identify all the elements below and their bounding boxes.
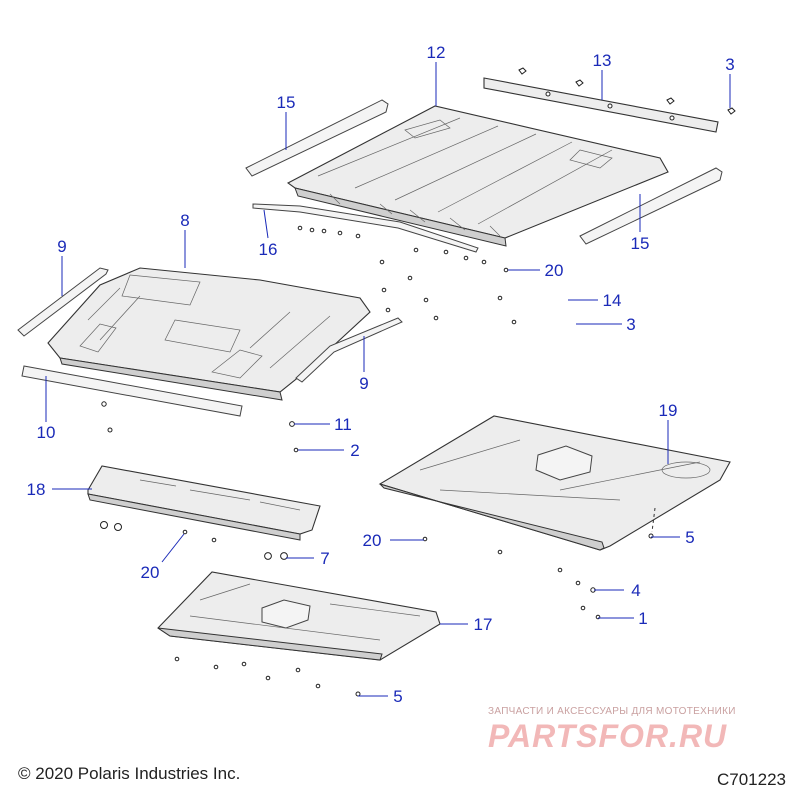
callout-2: 2 [350,441,359,460]
callout-labels: 12 13 3 15 15 16 8 9 9 10 20 14 3 11 2 1… [27,43,735,706]
callout-14: 14 [603,291,622,310]
part-rear-rail [483,67,736,133]
callout-16: 16 [259,240,278,259]
part-side-strip-right [295,317,403,383]
leader-16 [263,209,269,239]
callout-9: 9 [359,374,368,393]
callout-17: 17 [474,615,493,634]
callout-13: 13 [593,51,612,70]
callout-20: 20 [141,563,160,582]
callout-5: 5 [393,687,402,706]
callout-15: 15 [631,234,650,253]
part-seal-strip-right [579,167,723,245]
part-seal-strip-left [245,99,389,177]
callout-15: 15 [277,93,296,112]
part-rear-headliner [378,415,731,620]
leader-19-dash [651,507,656,533]
part-front-headliner-panel [87,465,321,560]
callout-3: 3 [725,55,734,74]
part-roof-top-panel [286,105,669,247]
watermark-brand: PARTSFOR.RU [488,718,728,754]
callout-1: 1 [638,609,647,628]
leader-lines [45,62,731,697]
callout-4: 4 [631,581,640,600]
watermark-tagline: ЗАПЧАСТИ И АКСЕССУАРЫ ДЛЯ МОТОТЕХНИКИ [488,706,736,717]
part-side-strip-left [17,267,109,337]
callout-10: 10 [37,423,56,442]
callout-12: 12 [427,43,446,62]
part-lower-strip [21,365,243,417]
callout-8: 8 [180,211,189,230]
part-front-bar [252,203,517,325]
drawing-id: C701223 [716,770,786,789]
callout-11: 11 [334,415,352,434]
callout-5: 5 [685,528,694,547]
callout-19: 19 [659,401,678,420]
callout-20: 20 [363,531,382,550]
part-main-roof [47,267,371,401]
callout-7: 7 [320,549,329,568]
callout-3: 3 [626,315,635,334]
part-lower-headliner [157,571,441,697]
callout-18: 18 [27,480,46,499]
callout-9: 9 [57,237,66,256]
fastener-group-middle [101,401,299,453]
callout-20: 20 [545,261,564,280]
leader-20c [161,533,185,563]
copyright-text: © 2020 Polaris Industries Inc. [18,764,241,783]
